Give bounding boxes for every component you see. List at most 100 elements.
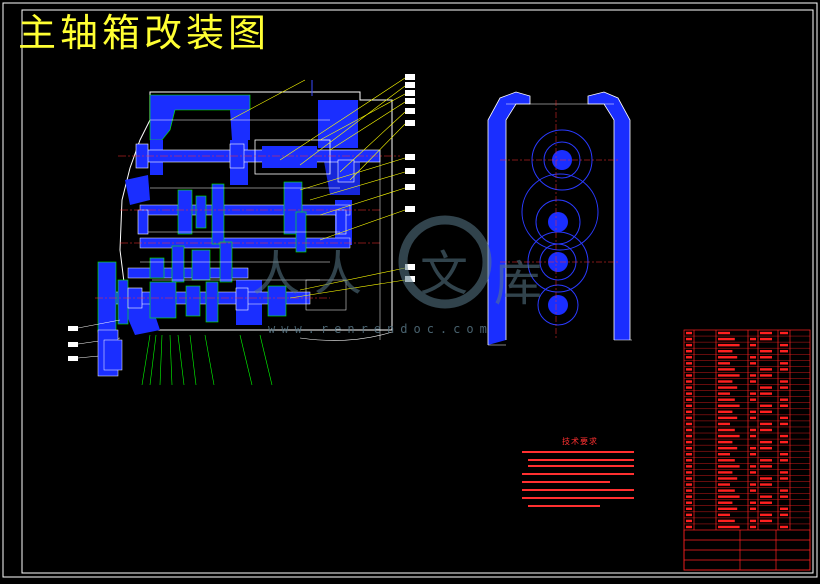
table-cell-mark bbox=[718, 368, 735, 371]
table-cell-mark bbox=[718, 477, 738, 480]
table-cell-mark bbox=[686, 495, 692, 498]
table-cell-mark bbox=[750, 465, 756, 468]
table-cell-mark bbox=[760, 404, 772, 407]
table-cell-mark bbox=[760, 386, 772, 389]
table-cell-mark bbox=[780, 525, 788, 529]
table-cell-mark bbox=[686, 356, 692, 359]
table-cell-mark bbox=[760, 501, 772, 504]
table-cell-mark bbox=[686, 459, 692, 462]
watermark-url: www.renrendoc.com bbox=[268, 322, 493, 336]
table-cell-mark bbox=[686, 434, 692, 438]
table-cell-mark bbox=[718, 525, 740, 529]
table-cell-mark bbox=[760, 483, 772, 486]
table-cell-mark bbox=[686, 392, 692, 395]
table-cell-mark bbox=[718, 331, 730, 335]
table-cell-mark bbox=[750, 434, 756, 438]
table-cell-mark bbox=[718, 410, 733, 414]
main-section-view bbox=[68, 74, 415, 386]
table-cell-mark bbox=[718, 416, 738, 420]
table-cell-mark bbox=[750, 483, 756, 486]
table-cell-mark bbox=[750, 507, 756, 510]
table-cell-mark bbox=[686, 507, 692, 510]
table-cell-mark bbox=[760, 356, 772, 359]
table-cell-mark bbox=[780, 350, 788, 353]
table-cell-mark bbox=[718, 440, 733, 444]
table-cell-mark bbox=[780, 398, 788, 401]
table-cell-mark bbox=[686, 525, 692, 529]
table-cell-mark bbox=[780, 440, 788, 444]
table-cell-mark bbox=[760, 374, 772, 377]
table-cell-mark bbox=[686, 422, 692, 426]
requirements-lines bbox=[522, 451, 634, 507]
side-view bbox=[487, 91, 632, 346]
table-cell-mark bbox=[686, 410, 692, 414]
table-cell-mark bbox=[686, 519, 692, 523]
table-cell-mark bbox=[760, 337, 772, 341]
table-cell-mark bbox=[780, 422, 788, 426]
table-cell-mark bbox=[686, 374, 692, 377]
table-cell-mark bbox=[760, 519, 772, 523]
table-cell-mark bbox=[760, 428, 772, 432]
table-cell-mark bbox=[780, 495, 788, 498]
table-cell-mark bbox=[686, 489, 692, 492]
table-cell-mark bbox=[686, 331, 692, 335]
table-cell-mark bbox=[750, 380, 756, 383]
table-cell-mark bbox=[780, 477, 788, 480]
table-cell-mark bbox=[750, 374, 756, 377]
table-cell-mark bbox=[686, 513, 692, 517]
table-cell-mark bbox=[718, 507, 738, 510]
watermark-logo: 人 人 文 库 bbox=[252, 215, 542, 312]
table-cell-mark bbox=[780, 386, 788, 389]
table-cell-mark bbox=[750, 356, 756, 359]
table-cell-mark bbox=[686, 465, 692, 468]
inner-frame bbox=[21, 9, 814, 574]
table-cell-mark bbox=[760, 410, 772, 414]
table-cell-mark bbox=[760, 465, 772, 468]
table-cell-mark bbox=[750, 453, 756, 456]
table-cell-mark bbox=[718, 350, 733, 353]
table-cell-mark bbox=[718, 428, 735, 432]
table-cell-mark bbox=[718, 386, 738, 389]
table-cell-mark bbox=[718, 362, 730, 365]
table-cell-mark bbox=[750, 343, 756, 347]
table-cell-mark bbox=[686, 404, 692, 407]
parts-table bbox=[683, 329, 811, 571]
table-cell-mark bbox=[686, 428, 692, 432]
table-cell-mark bbox=[780, 380, 788, 383]
table-cell-mark bbox=[686, 337, 692, 341]
table-cell-mark bbox=[686, 471, 692, 474]
table-cell-mark bbox=[718, 380, 733, 383]
requirements-heading: 技术要求 bbox=[562, 437, 598, 446]
table-cell-mark bbox=[780, 331, 788, 335]
table-cell-mark bbox=[686, 446, 692, 450]
watermark-char-1: 人 bbox=[252, 246, 300, 302]
table-cell-mark bbox=[780, 471, 788, 474]
table-cell-mark bbox=[686, 416, 692, 420]
table-cell-mark bbox=[718, 471, 733, 474]
table-cell-mark bbox=[686, 343, 692, 347]
table-cell-mark bbox=[718, 392, 730, 395]
table-cell-mark bbox=[780, 507, 788, 510]
table-cell-mark bbox=[780, 362, 788, 365]
table-cell-mark bbox=[686, 362, 692, 365]
table-cell-mark bbox=[718, 337, 735, 341]
table-cell-mark bbox=[750, 362, 756, 365]
watermark-char-4: 库 bbox=[494, 256, 542, 312]
table-cell-mark bbox=[760, 368, 772, 371]
table-cell-mark bbox=[686, 350, 692, 353]
table-cell-mark bbox=[718, 422, 730, 426]
table-cell-mark bbox=[718, 495, 740, 498]
table-cell-mark bbox=[718, 519, 735, 523]
table-cell-mark bbox=[718, 374, 740, 377]
table-cell-mark bbox=[718, 453, 730, 456]
table-cell-mark bbox=[686, 453, 692, 456]
table-cell-mark bbox=[718, 398, 735, 401]
table-cell-mark bbox=[750, 471, 756, 474]
table-cell-mark bbox=[750, 501, 756, 504]
watermark-char-3: 文 bbox=[420, 246, 468, 302]
table-cell-mark bbox=[780, 416, 788, 420]
table-cell-mark bbox=[750, 428, 756, 432]
table-cell-mark bbox=[750, 410, 756, 414]
